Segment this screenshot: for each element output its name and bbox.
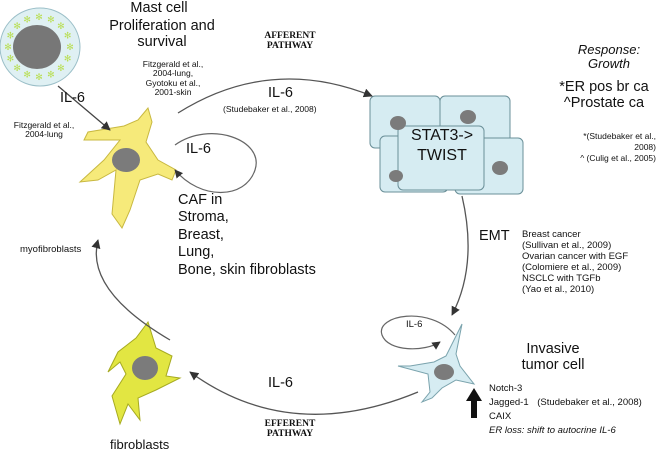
granule: ✻	[66, 43, 74, 53]
response-items: *ER pos br ca ^Prostate ca	[559, 79, 649, 111]
mast-cell-icon: ✻✻✻✻✻✻✻✻✻✻✻✻✻✻✻✻	[0, 7, 81, 87]
response-title: Response: Growth	[577, 42, 641, 72]
er-loss-note: ER loss: shift to autocrine IL-6	[489, 425, 616, 436]
emt-arrow	[451, 195, 469, 316]
efferent-pathway-label: EFFERENT PATHWAY	[264, 419, 316, 440]
fibroblast-nucleus	[132, 356, 158, 380]
notch3-marker: Notch-3	[489, 383, 523, 394]
fibroblasts-label: fibroblasts	[110, 437, 170, 452]
jagged1-reference: (Studebaker et al., 2008)	[537, 397, 642, 408]
granule: ✻	[64, 55, 72, 65]
afferent-pathway-label: AFFERENT PATHWAY	[264, 31, 316, 52]
granule: ✻	[4, 43, 12, 53]
granule: ✻	[7, 32, 15, 42]
invasive-tumor-cell-icon	[397, 323, 476, 404]
granule: ✻	[35, 13, 43, 23]
efferent-arrow	[189, 371, 419, 415]
left-il6-label: IL-6	[60, 90, 85, 106]
caf-autocrine-loop	[174, 133, 257, 193]
up-arrow-icon	[466, 388, 482, 418]
stat3-twist-label: STAT3-> TWIST	[410, 127, 474, 164]
granule: ✻	[13, 64, 21, 74]
invasive-autocrine-loop	[380, 315, 456, 350]
granule: ✻	[64, 32, 72, 42]
granule: ✻	[7, 55, 15, 65]
invasive-tumor-cell-label: Invasive tumor cell	[521, 341, 585, 373]
il6-arrow-mast-to-myofibroblast	[57, 85, 111, 131]
granule: ✻	[47, 71, 55, 81]
granule: ✻	[13, 22, 21, 32]
granule: ✻	[57, 22, 65, 32]
granule: ✻	[47, 15, 55, 25]
jagged1-marker: Jagged-1 (Studebaker et al., 2008)	[489, 397, 642, 408]
granules: ✻✻✻✻✻✻✻✻✻✻✻✻✻✻✻✻	[4, 13, 74, 83]
mast-cell-reference: Fitzgerald et al., 2004-lung, Gyotoku et…	[142, 59, 204, 98]
mast-cell-subtitle: Proliferation and survival	[109, 18, 215, 50]
caf-autocrine-il6-label: IL-6	[186, 141, 211, 157]
afferent-il6-reference: (Studebaker et al., 2008)	[223, 104, 317, 114]
emt-references: Breast cancer (Sullivan et al., 2009) Ov…	[522, 229, 629, 295]
invasive-cell-nucleus	[434, 364, 454, 380]
efferent-il6-label: IL-6	[268, 375, 293, 391]
afferent-il6-label: IL-6	[268, 85, 293, 101]
mast-cell-title: Mast cell	[130, 0, 188, 16]
afferent-arrow	[177, 78, 373, 114]
myofibroblast-nucleus	[112, 148, 140, 172]
fibroblast-to-myofibroblast-arrow	[91, 239, 171, 341]
granule: ✻	[57, 64, 65, 74]
left-il6-reference: Fitzgerald et al., 2004-lung	[13, 120, 75, 140]
granule: ✻	[35, 73, 43, 83]
caf-description: CAF in Stroma, Breast, Lung, Bone, skin …	[178, 192, 316, 278]
emt-label: EMT	[479, 228, 510, 244]
myofibroblasts-label: myofibroblasts	[20, 244, 82, 255]
response-references: *(Studebaker et al., 2008) ^ (Culig et a…	[580, 131, 656, 164]
granule: ✻	[23, 15, 31, 25]
caix-marker: CAIX	[489, 411, 512, 422]
granule: ✻	[23, 71, 31, 81]
jagged1-label: Jagged-1	[489, 397, 529, 408]
invasive-autocrine-il6-label: IL-6	[406, 319, 423, 330]
tumor-cell-cluster-icon	[369, 95, 524, 195]
